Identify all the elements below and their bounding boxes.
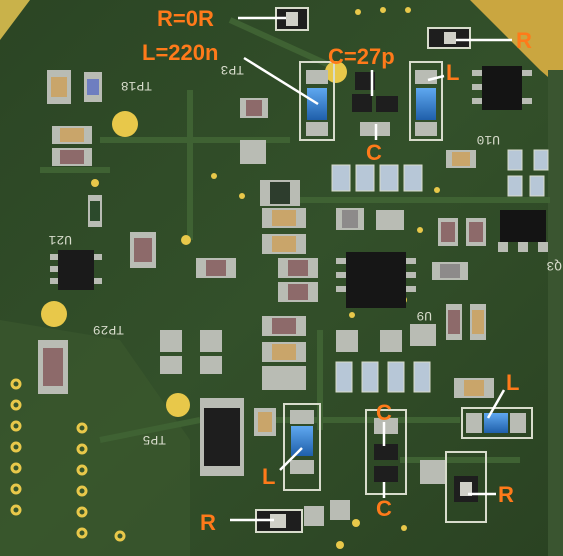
annotation-r-top-right: R — [516, 28, 532, 53]
annotation-l-top-right: L — [446, 60, 459, 85]
header-pins-left — [10, 378, 126, 542]
annotation-r-zero-ohm: R=0R — [157, 6, 214, 31]
annotation-r-bottom-left: R — [200, 510, 216, 535]
gold-testpoints — [41, 61, 347, 417]
annotation-c-27p: C=27p — [328, 44, 395, 69]
board-corner-top-left — [0, 0, 30, 40]
silk-tp29: TP29 — [93, 322, 124, 337]
silk-tp3: TP3 — [221, 62, 244, 77]
silk-tp18: TP18 — [121, 78, 152, 93]
annotation-c-bottom-upper: C — [376, 400, 392, 425]
silk-u21: U21 — [48, 232, 72, 247]
silk-u10: U10 — [477, 132, 500, 147]
annotation-l-bottom-left: L — [262, 464, 275, 489]
silk-q3: Q3 — [546, 258, 562, 273]
annotation-leaders — [230, 16, 512, 522]
silkscreen-labels: TP18 TP3 U10 U21 TP29 U9 Q3 TP5 — [48, 62, 562, 447]
annotation-r-bottom-right: R — [498, 482, 514, 507]
silk-tp5: TP5 — [143, 432, 166, 447]
board-right-edge — [548, 70, 563, 556]
components — [38, 7, 549, 533]
annotation-l-220n: L=220n — [142, 40, 218, 65]
silk-u9: U9 — [416, 308, 432, 323]
annotations: R=0R L=220n C=27p R L C L L C C R R — [142, 6, 532, 535]
annotation-l-right: L — [506, 370, 519, 395]
annotation-c-bottom-lower: C — [376, 496, 392, 521]
annotation-c-middle: C — [366, 140, 382, 165]
board-corner-top-right — [470, 0, 563, 90]
